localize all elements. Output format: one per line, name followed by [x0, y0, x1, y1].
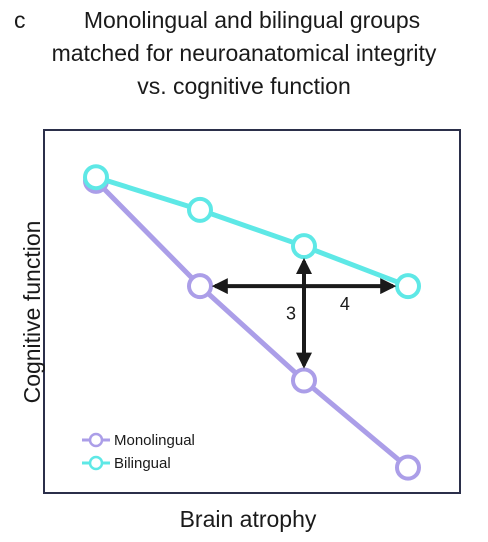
y-axis-label: Cognitive function — [19, 221, 45, 404]
monolingual-point-4 — [395, 454, 421, 481]
monolingual-series-line — [93, 178, 411, 471]
monolingual-point-3 — [291, 367, 317, 394]
annotation-label-horizontal: 4 — [340, 294, 350, 314]
bilingual-point-1 — [83, 164, 109, 191]
annotation-label-vertical: 3 — [286, 303, 296, 323]
x-axis-label: Brain atrophy — [180, 506, 317, 532]
legend-label-monolingual: Monolingual — [114, 432, 195, 449]
bilingual-series-line — [93, 174, 411, 289]
legend-label-bilingual: Bilingual — [114, 455, 171, 472]
title-line-2: matched for neuroanatomical integrity — [52, 40, 437, 66]
bilingual-point-4 — [395, 273, 421, 300]
legend-item-bilingual: Bilingual — [82, 455, 171, 472]
bilingual-point-2 — [187, 196, 213, 223]
plot-frame — [43, 129, 461, 494]
panel-label: c — [14, 7, 26, 33]
legend-marker-monolingual — [88, 432, 104, 448]
title-line-3: vs. cognitive function — [137, 73, 351, 99]
series-layer — [83, 164, 421, 481]
bilingual-point-3 — [291, 233, 317, 260]
title-line-1: Monolingual and bilingual groups — [84, 7, 420, 33]
legend-item-monolingual: Monolingual — [82, 432, 195, 449]
legend-marker-bilingual — [88, 455, 104, 471]
monolingual-point-2 — [187, 273, 213, 300]
